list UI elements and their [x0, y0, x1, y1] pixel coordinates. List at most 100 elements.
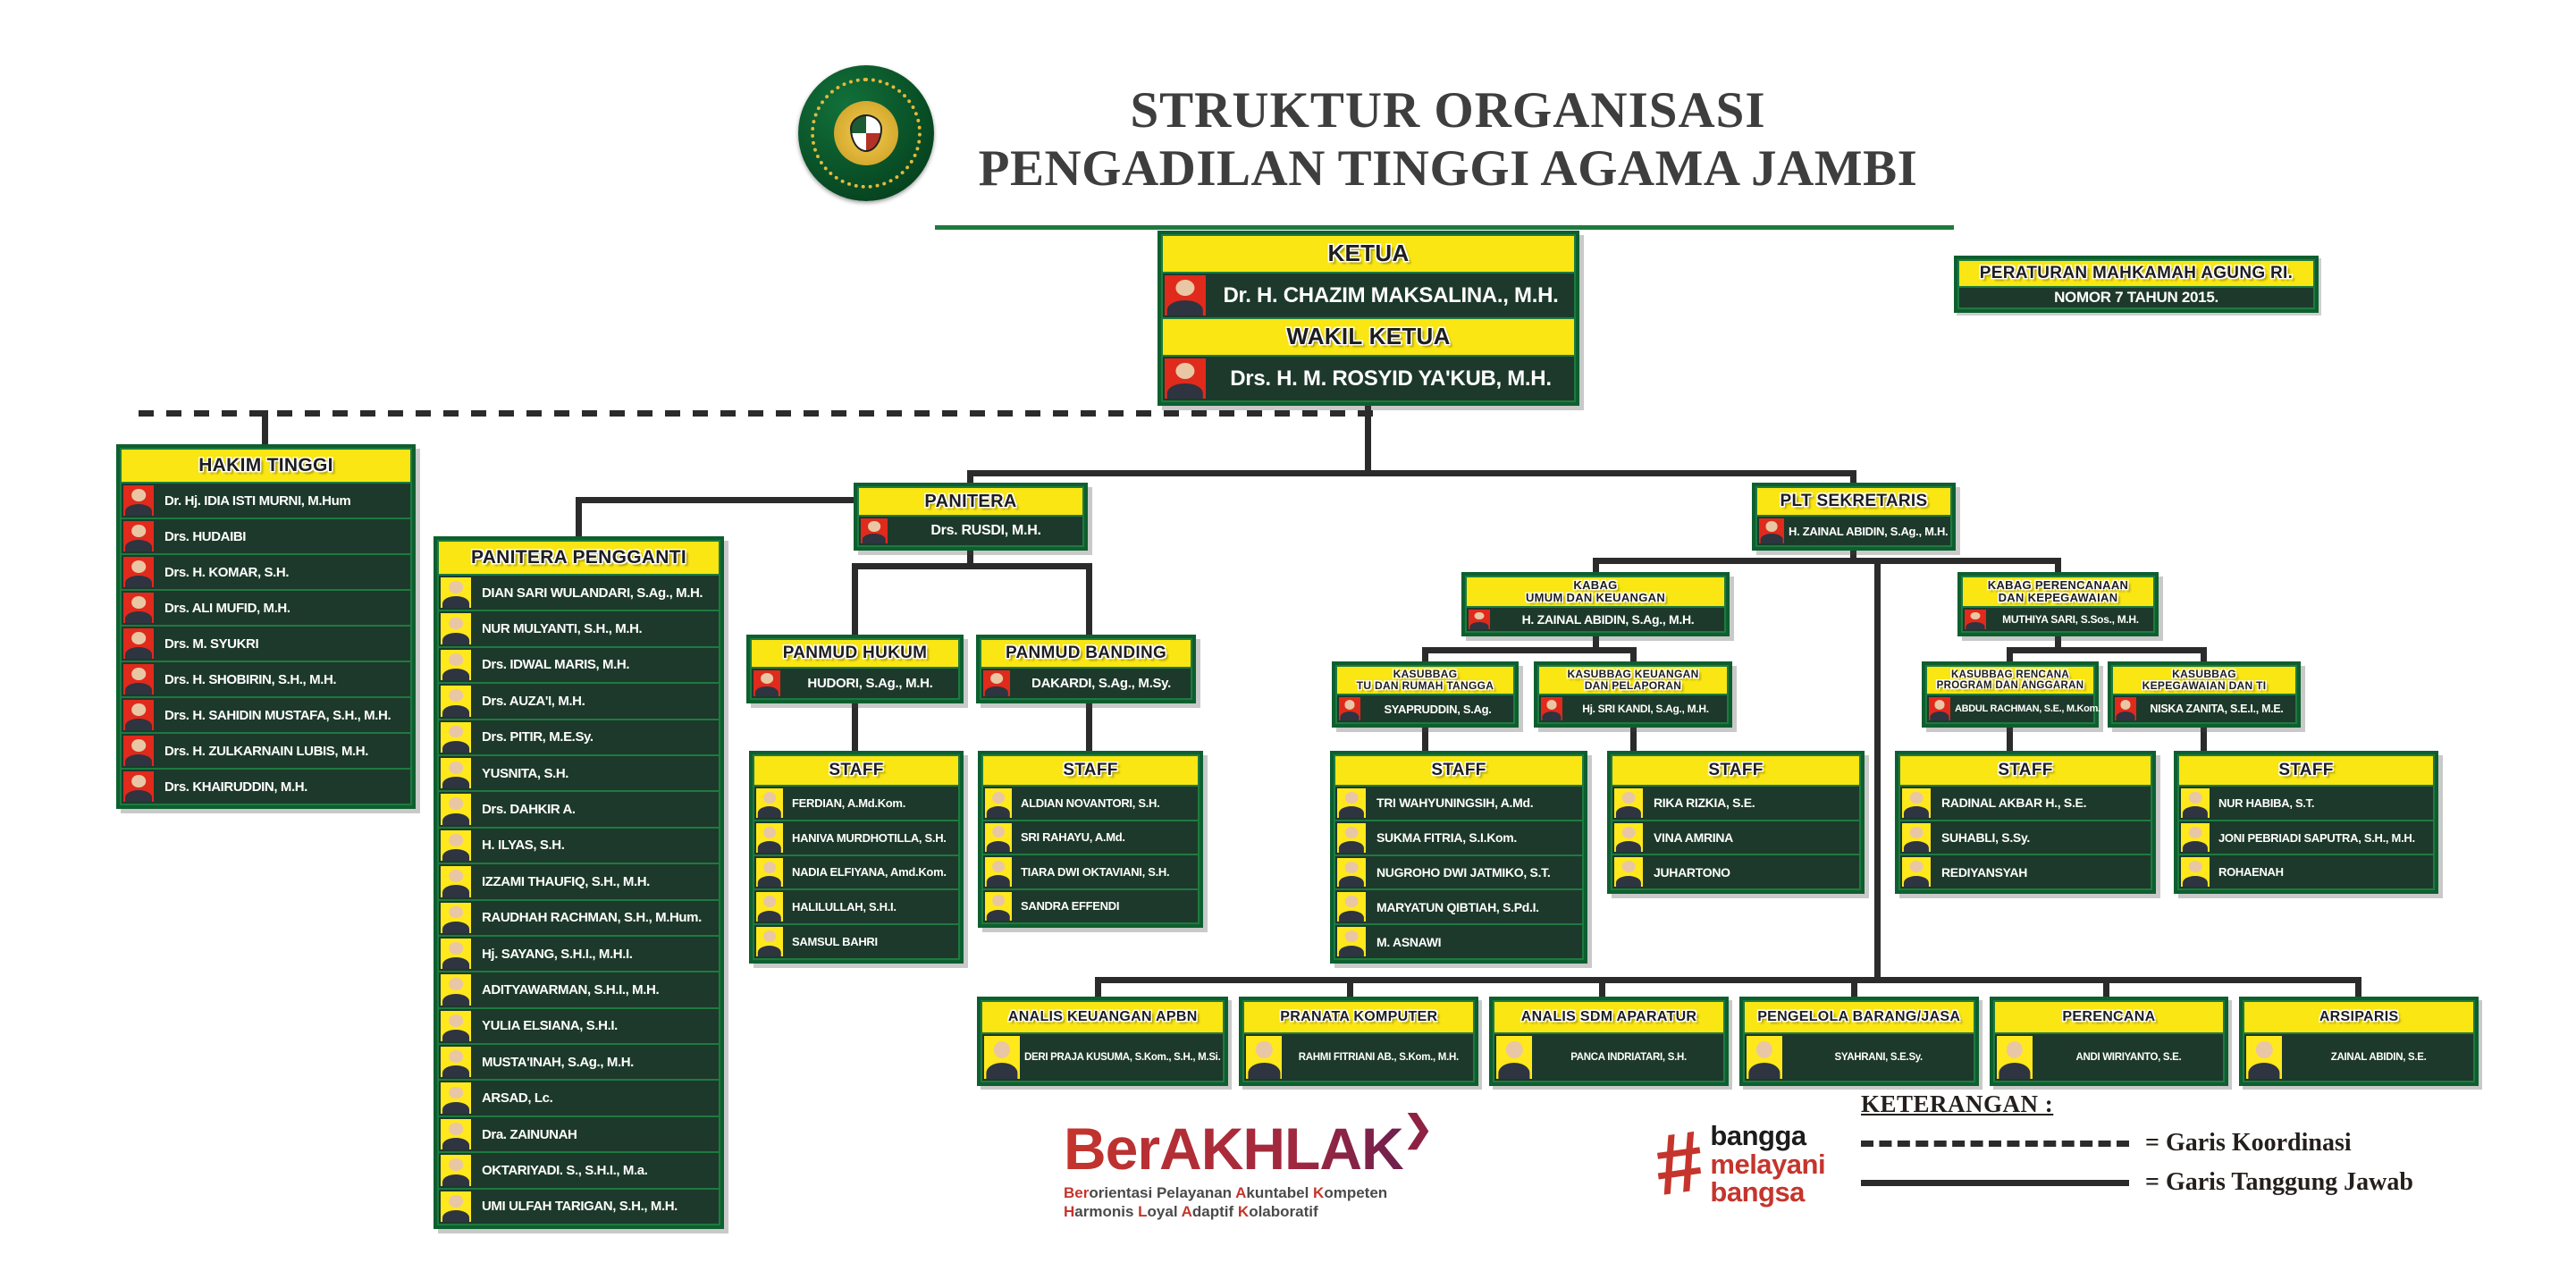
panitera-pengganti-item: IZZAMI THAUFIQ, S.H., M.H. — [439, 864, 719, 899]
member-photo — [984, 1036, 1020, 1079]
kabag-umum-name: H. ZAINAL ABIDIN, S.Ag., M.H. — [1521, 612, 1695, 627]
staff-item: SAMSUL BAHRI — [754, 925, 958, 958]
staff-kasubbag-kepegawaian-box: STAFF NUR HABIBA, S.T. JONI PEBRIADI SAP… — [2174, 751, 2438, 894]
panmud-hukum-header: PANMUD HUKUM — [752, 640, 958, 667]
member-photo — [1337, 857, 1366, 888]
member-photo — [756, 788, 783, 818]
ketua-wakil-box: KETUA Dr. H. CHAZIM MAKSALINA., M.H. WAK… — [1158, 231, 1579, 406]
line-kabag-umum-out — [1593, 636, 1599, 647]
member-photo — [123, 485, 154, 516]
member-name: Drs. H. SAHIDIN MUSTAFA, S.H., M.H. — [164, 707, 391, 723]
staff-item: SUKMA FITRIA, S.I.Kom. — [1335, 821, 1582, 854]
line-kabag-perencanaan-out — [2055, 636, 2061, 647]
member-name: YULIA ELSIANA, S.H.I. — [482, 1018, 618, 1034]
member-photo — [2246, 1036, 2283, 1079]
member-photo — [123, 700, 154, 730]
member-name: Drs. IDWAL MARIS, M.H. — [482, 657, 630, 673]
staff-header: STAFF — [1900, 756, 2151, 785]
line-to-panmud-hukum — [852, 563, 858, 635]
member-photo — [441, 829, 471, 862]
kasubbag-kepegawaian-name: NISKA ZANITA, S.E.I., M.E. — [2150, 703, 2284, 715]
hakim-tinggi-box: HAKIM TINGGI Dr. Hj. IDIA ISTI MURNI, M.… — [116, 444, 416, 809]
line-sekretaris-out — [1850, 551, 1856, 558]
member-name: PANCA INDRIATARI, S.H. — [1570, 1052, 1687, 1063]
staff-kasubbag-tu-box: STAFF TRI WAHYUNINGSIH, A.Md. SUKMA FITR… — [1330, 751, 1587, 964]
member-name: NADIA ELFIYANA, Amd.Kom. — [792, 865, 947, 880]
kasubbag-keuangan-header-line1: KASUBBAG KEUANGAN — [1567, 668, 1699, 681]
member-photo — [123, 664, 154, 695]
kasubbag-kepegawaian-header-line2: KEPEGAWAIAN DAN TI — [2142, 679, 2267, 692]
member-name: DERI PRAJA KUSUMA, S.Kom., S.H., M.Si. — [1024, 1052, 1221, 1063]
member-photo — [1337, 822, 1366, 853]
tagline-segment: armonis — [1074, 1203, 1139, 1221]
member-name: NUR HABIBA, S.T. — [2218, 796, 2315, 810]
member-photo — [441, 577, 471, 609]
member-name: SYAHRANI, S.E.Sy. — [1834, 1052, 1924, 1063]
line-ketua-drop — [1365, 404, 1371, 476]
member-name: Hj. SAYANG, S.H.I., M.H.I. — [482, 946, 633, 962]
line-functional-row — [1095, 977, 2361, 983]
member-name: SRI RAHAYU, A.Md. — [1021, 830, 1125, 845]
line-to-kasubbag-tu — [1422, 647, 1428, 661]
member-photo — [123, 593, 154, 623]
member-name: DIAN SARI WULANDARI, S.Ag., M.H. — [482, 585, 703, 601]
member-photo — [1746, 1036, 1782, 1079]
member-photo — [1337, 788, 1366, 818]
regulation-line1: PERATURAN MAHKAMAH AGUNG RI. — [1959, 261, 2313, 286]
kasubbag-kepegawaian-row: NISKA ZANITA, S.E.I., M.E. — [2113, 695, 2295, 722]
panitera-pengganti-item: Drs. AUZA'I, M.H. — [439, 684, 719, 719]
kabag-perencanaan-photo — [1965, 610, 1986, 629]
member-photo — [441, 1047, 471, 1078]
member-name: REDIYANSYAH — [1941, 864, 2028, 880]
member-photo — [1996, 1036, 2033, 1079]
panitera-pengganti-item: MUSTA'INAH, S.Ag., M.H. — [439, 1045, 719, 1080]
staff-item: NADIA ELFIYANA, Amd.Kom. — [754, 855, 958, 889]
functional-title: ARSIPARIS — [2244, 1002, 2473, 1032]
tagline-segment: K — [1237, 1203, 1250, 1221]
staff-item: RADINAL AKBAR H., S.E. — [1900, 787, 2151, 820]
panitera-pengganti-item: NUR MULYANTI, S.H., M.H. — [439, 611, 719, 646]
line-func-drop-1 — [1095, 977, 1101, 997]
hakim-list-item: Drs. HUDAIBI — [122, 519, 410, 553]
panitera-pengganti-header: PANITERA PENGGANTI — [439, 542, 719, 574]
panitera-pengganti-item: H. ILYAS, S.H. — [439, 828, 719, 863]
member-name: FERDIAN, A.Md.Kom. — [792, 796, 905, 810]
panitera-box: PANITERA Drs. RUSDI, M.H. — [854, 483, 1088, 551]
functional-row-item: SYAHRANI, S.E.Sy. — [1744, 1034, 1974, 1081]
member-name: Drs. ALI MUFID, M.H. — [164, 600, 290, 616]
ketua-photo — [1165, 275, 1206, 316]
berakhlak-logo: BerAKHLAK❯ Berorientasi Pelayanan Akunta… — [1064, 1109, 1433, 1222]
kasubbag-tu-header: KASUBBAG TU DAN RUMAH TANGGA — [1337, 667, 1513, 694]
panitera-pengganti-item: Drs. IDWAL MARIS, M.H. — [439, 647, 719, 683]
panitera-photo — [861, 518, 888, 543]
member-photo — [441, 649, 471, 681]
tagline-segment: ompeten — [1324, 1184, 1388, 1201]
kasubbag-rencana-box: KASUBBAG RENCANA PROGRAM DAN ANGGARAN AB… — [1922, 661, 2100, 728]
kabag-umum-header: KABAG UMUM DAN KEUANGAN — [1467, 577, 1724, 606]
pta-jambi-logo — [798, 65, 934, 201]
staff-header: STAFF — [754, 756, 958, 785]
hakim-list-item: Drs. H. SHOBIRIN, S.H., M.H. — [122, 662, 410, 696]
staff-item: JUHARTONO — [1612, 855, 1859, 889]
kasubbag-rencana-header: KASUBBAG RENCANA PROGRAM DAN ANGGARAN — [1927, 667, 2093, 694]
sekretaris-photo — [1759, 518, 1784, 543]
page-title-line2: PENGADILAN TINGGI AGAMA JAMBI — [978, 139, 1918, 197]
member-name: SUKMA FITRIA, S.I.Kom. — [1376, 830, 1517, 846]
staff-item: SUHABLI, S.Sy. — [1900, 821, 2151, 854]
bangga-line3: bangsa — [1710, 1176, 1805, 1208]
kabag-umum-row: H. ZAINAL ABIDIN, S.Ag., M.H. — [1467, 608, 1724, 631]
member-photo — [756, 857, 783, 888]
member-name: ADITYAWARMAN, S.H.I., M.H. — [482, 981, 660, 998]
member-photo — [441, 721, 471, 753]
berakhlak-tagline-line2: Harmonis Loyal Adaptif Kolaboratif — [1064, 1202, 1433, 1221]
tagline-segment: Ber — [1064, 1184, 1090, 1201]
coordination-dashed-line — [139, 410, 1383, 417]
legend-label: = Garis Tanggung Jawab — [2145, 1168, 2413, 1196]
logo-shield-icon — [850, 114, 882, 152]
regulation-row: NOMOR 7 TAHUN 2015. — [1959, 288, 2313, 307]
functional-title: ANALIS SDM APARATUR — [1494, 1002, 1723, 1032]
staff-item: ROHAENAH — [2179, 855, 2433, 889]
panmud-banding-row: DAKARDI, S.Ag., M.Sy. — [981, 669, 1191, 698]
staff-kasubbag-keuangan-box: STAFF RIKA RIZKIA, S.E. VINA AMRINA JUHA… — [1607, 751, 1865, 894]
member-name: Drs. KHAIRUDDIN, M.H. — [164, 779, 307, 795]
